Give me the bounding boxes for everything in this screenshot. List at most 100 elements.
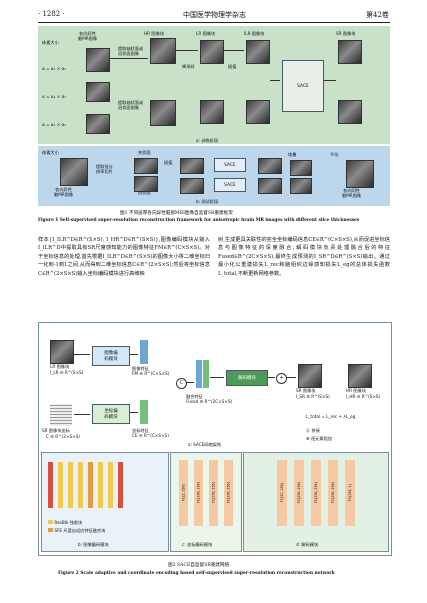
coord-grid xyxy=(50,404,72,426)
arrow-5 xyxy=(324,80,336,81)
encoder-block-row xyxy=(48,462,158,512)
hr-target-image xyxy=(348,364,372,388)
enc-block-4 xyxy=(78,462,83,508)
arrow-f2-5 xyxy=(186,382,194,383)
decoder-box: 解码模块 xyxy=(226,370,268,386)
aniso-test-label: 各向异性 脑MR图像 xyxy=(54,187,74,197)
coord-encoder-label: c: 坐标编码模块 xyxy=(182,542,213,547)
coord-feature-label: 坐标特征 CE ∈ R^(C×S×S) xyxy=(132,428,169,438)
sr-patch-2 xyxy=(338,100,362,124)
sace-arch-label: a: SACE网络架构 xyxy=(188,442,222,447)
resblk-legend-text: ResBlk 残差块 xyxy=(54,520,83,525)
decoder-fc-row: FC(2C, 256) FC(256, 256) FC(256, 256) FC… xyxy=(250,460,382,530)
enc-block-6 xyxy=(98,462,103,508)
aniso-volume-test xyxy=(60,158,88,186)
iso-output-label: 各向同性 脑MR图像 xyxy=(342,188,362,198)
interp-label-test: 插值 xyxy=(164,160,173,165)
sr-block-label: SR 图像块 xyxy=(336,31,356,36)
enc-block-8 xyxy=(118,462,123,508)
figure1-testing-panel xyxy=(38,146,390,206)
journal-title: 中国医学物理学杂志 xyxy=(183,11,246,19)
coronal-slices xyxy=(134,176,158,192)
fig1-row-2: α = α₁ × α₁ xyxy=(42,94,66,99)
aniso-volume-2 xyxy=(86,82,110,102)
concat-legend-text: 拼接 xyxy=(311,428,320,433)
sace-train-box: SACE xyxy=(282,60,324,112)
coronal-label: 冠状面 xyxy=(138,190,151,195)
fig1-caption-en: Figure 1 Self-supervised super-resolutio… xyxy=(38,218,360,223)
sfe-legend: SFE 尺度自适应特征融合块 xyxy=(48,528,105,533)
interp-label: 插值 xyxy=(228,64,237,69)
axial-label: 关状面 xyxy=(138,150,151,155)
aniso-input-label: 各向异性 脑MR图像 xyxy=(78,31,98,41)
axial-slices xyxy=(134,158,158,174)
sr-output-label: SR 图像块 xyxy=(296,388,316,393)
ce-tensor xyxy=(140,400,148,424)
hr-target-label: HR 图像块 xyxy=(346,388,366,393)
lr-patch xyxy=(200,40,224,64)
add-legend: ⊕ 逐元素相加 xyxy=(306,436,332,441)
average-label: 平均 xyxy=(330,152,339,157)
dec-fc-3: FC(256, 256) xyxy=(311,460,321,526)
test-stage-label: b: 测试阶段 xyxy=(196,199,219,204)
sr-output-image xyxy=(298,364,322,388)
sace-test-box-2: SACE xyxy=(214,178,246,192)
enc-block-7 xyxy=(108,462,113,508)
fused-label: 融合特征 Fused ∈ R^(2C×S×S) xyxy=(186,394,233,404)
hr-target-sub: I_HR ∈ R^(S×S) xyxy=(346,394,381,399)
dec-fc-5: FC(256, 1) xyxy=(345,460,355,526)
arrow-f2-4 xyxy=(130,412,138,413)
ilr-patch xyxy=(246,40,270,64)
stack-label: 堆叠 xyxy=(288,152,297,157)
downsample-label: 降采样 xyxy=(182,64,195,69)
concat-op-icon: C xyxy=(176,378,187,389)
lr-input-label: LR 图像块 xyxy=(50,364,70,369)
image-encoder-box: 图像编 码模块 xyxy=(92,346,130,366)
arrow-2 xyxy=(176,50,198,51)
iso-volume xyxy=(346,160,374,188)
ilr-patch-2 xyxy=(246,100,270,124)
coord-fc-4: FC(256, 256) xyxy=(224,460,233,526)
fig1-caption-cn: 图1 不同层厚各向异性脑部MRI图像自监督SR重建框架 xyxy=(120,211,233,216)
aniso-volume-3 xyxy=(86,114,110,134)
enc-block-1 xyxy=(48,462,53,508)
coord-encoder-box: 坐标编 码模块 xyxy=(92,404,130,424)
hr-patch xyxy=(150,38,176,64)
sr-coronal xyxy=(258,178,282,194)
add-legend-text: 逐元素相加 xyxy=(310,436,332,441)
fig2-caption-en: Figure 2 Scale adaptive and coordinate e… xyxy=(58,571,335,576)
fig1-voxel-label: 体素大小 xyxy=(42,40,59,45)
coord-fc-2: FC(256, 256) xyxy=(194,460,203,526)
train-stage-label: a: 训练阶段 xyxy=(196,138,219,143)
enc-block-2 xyxy=(58,462,63,508)
arrow-f2-2 xyxy=(74,414,90,415)
lr-patch-2 xyxy=(200,100,224,124)
fused-tensor-a xyxy=(196,360,202,388)
aniso-volume-1 xyxy=(86,48,110,72)
coord-input-sub: C ∈ R^(2×S×S) xyxy=(46,434,80,439)
stacked-vol-1 xyxy=(290,160,312,176)
hr-block-label: HR 图像块 xyxy=(144,31,164,36)
coord-fc-row: FC(2, 256) FC(256, 256) FC(256, 256) FC(… xyxy=(176,460,236,530)
dec-fc-2: FC(256, 256) xyxy=(294,460,304,526)
sr-output-sub: I_SR ∈ R^(S×S) xyxy=(296,394,330,399)
ilr-axial xyxy=(180,158,204,174)
image-encoder-label: b: 图像编码模块 xyxy=(78,542,109,547)
hr-patch-2 xyxy=(150,100,176,126)
lr-input-sub: I_LR ∈ R^(S×S) xyxy=(50,370,84,375)
dec-fc-4: FC(256, 256) xyxy=(328,460,338,526)
image-feature-label: 图像特征 FM ∈ R^(C×S×S) xyxy=(132,366,170,376)
loss-formula: L_total = L_rec + λL_eg xyxy=(306,414,356,419)
body-text-right: 射,生成更具关联性的完全坐标编码信息CE∈R^(C×S×S),从而促进坐标信息与… xyxy=(218,237,390,277)
arrow-3 xyxy=(224,50,244,51)
resblk-legend: ResBlk 残差块 xyxy=(48,520,82,525)
arrow-f2-1 xyxy=(74,354,90,355)
arrow-1 xyxy=(110,58,148,59)
ilr-block-label: ILR 图像块 xyxy=(244,31,265,36)
sace-test-box-1: SACE xyxy=(214,158,246,172)
enc-block-3 xyxy=(68,462,73,508)
extract-label-2: 提取轴状面或 冠状面图像 xyxy=(118,100,144,110)
ilr-coronal xyxy=(180,178,204,194)
volume-label: 第42卷 xyxy=(366,11,389,19)
arrow-f2-8 xyxy=(286,377,296,378)
